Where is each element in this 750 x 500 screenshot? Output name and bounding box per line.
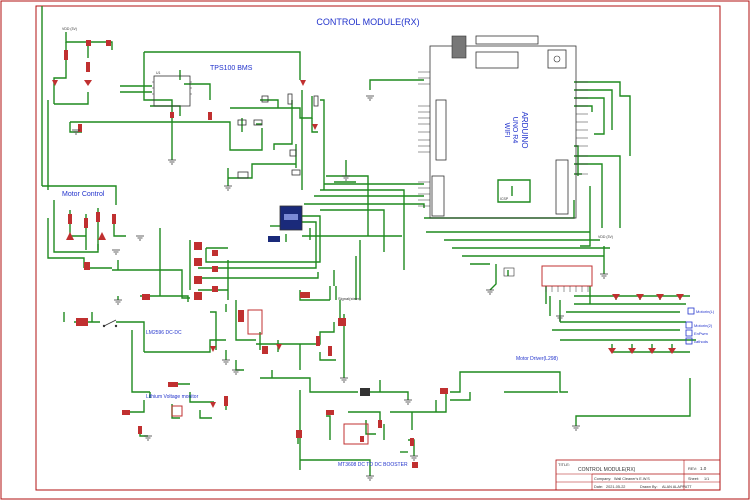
arduino-name: ARDUINO — [520, 112, 529, 149]
arduino-board: ICSP — [429, 35, 577, 219]
title-block-company: Wall Cleaner's E.W.S — [614, 477, 650, 481]
connector-enpwm: EnPwm — [694, 331, 708, 336]
motor-driver-label: Motor Driver(L298) — [516, 356, 558, 362]
title-block-rev: 1.0 — [700, 466, 707, 471]
power-input-switch — [76, 318, 118, 328]
svg-text:ICSP: ICSP — [500, 197, 509, 201]
border-corner-marks — [35, 5, 721, 491]
lithium-monitor-label: Lithium Voltage monitor — [146, 394, 199, 400]
connector-cathods: cathods — [694, 339, 708, 344]
mt3608-label: MT3608 DC TO DC BOOSTER — [338, 462, 408, 468]
lithium-monitor-parts — [122, 382, 228, 434]
mt3608-parts — [296, 388, 448, 468]
connector-motorin-l: Motorin(L) — [696, 309, 715, 314]
bms-section-label: TPS100 BMS — [210, 65, 253, 72]
title-block-title-label: TITLE: — [558, 462, 570, 467]
title-block-drawn-label: Drawn By: — [640, 485, 658, 489]
title-block-date: 2021-05-22 — [606, 485, 625, 489]
title-block-sheet-label: Sheet: — [688, 477, 699, 481]
sheet-title: CONTROL MODULE(RX) — [316, 17, 419, 27]
title-block-company-label: Company: — [594, 477, 611, 481]
title-block-date-label: Date: — [594, 485, 603, 489]
signal-label: Signal(steer) — [338, 296, 361, 301]
top-left-indicators — [52, 40, 318, 132]
motor-driver-leds — [608, 294, 684, 354]
motor-driver-ic — [503, 265, 593, 292]
arduino-pin-ticks — [418, 71, 588, 207]
motor-control-label: Motor Control — [62, 191, 105, 198]
arduino-label: ARDUINO UNO R4 WIFI — [503, 112, 529, 149]
arduino-model: UNO R4 — [511, 117, 518, 144]
lm2596-label: LM2596 DC-DC — [146, 330, 182, 336]
output-connectors — [685, 307, 695, 345]
title-block-drawn: ALAN ALAPPATT — [662, 485, 692, 489]
display-module — [268, 205, 303, 242]
title-block-rev-label: REV: — [688, 466, 697, 471]
title-block-sheet: 1/1 — [704, 477, 709, 481]
vdd-label-top: VDD (3V) — [62, 27, 77, 31]
arduino-sub: WIFI — [503, 123, 510, 138]
vdd-label-right: VDD (3V) — [598, 235, 613, 239]
connector-motorin-2: Motorin(2) — [694, 323, 713, 328]
tp4056-bms-chip: U1 — [152, 71, 192, 107]
bms-passives — [237, 93, 319, 179]
wires — [41, 6, 696, 476]
middle-parts — [210, 292, 346, 356]
title-block-title: CONTROL MODULE(RX) — [578, 467, 636, 473]
inner-border — [35, 5, 721, 491]
ground-symbols — [72, 95, 608, 481]
svg-text:U1: U1 — [156, 71, 161, 75]
motor-control-parts — [66, 212, 218, 300]
title-block — [555, 459, 721, 491]
